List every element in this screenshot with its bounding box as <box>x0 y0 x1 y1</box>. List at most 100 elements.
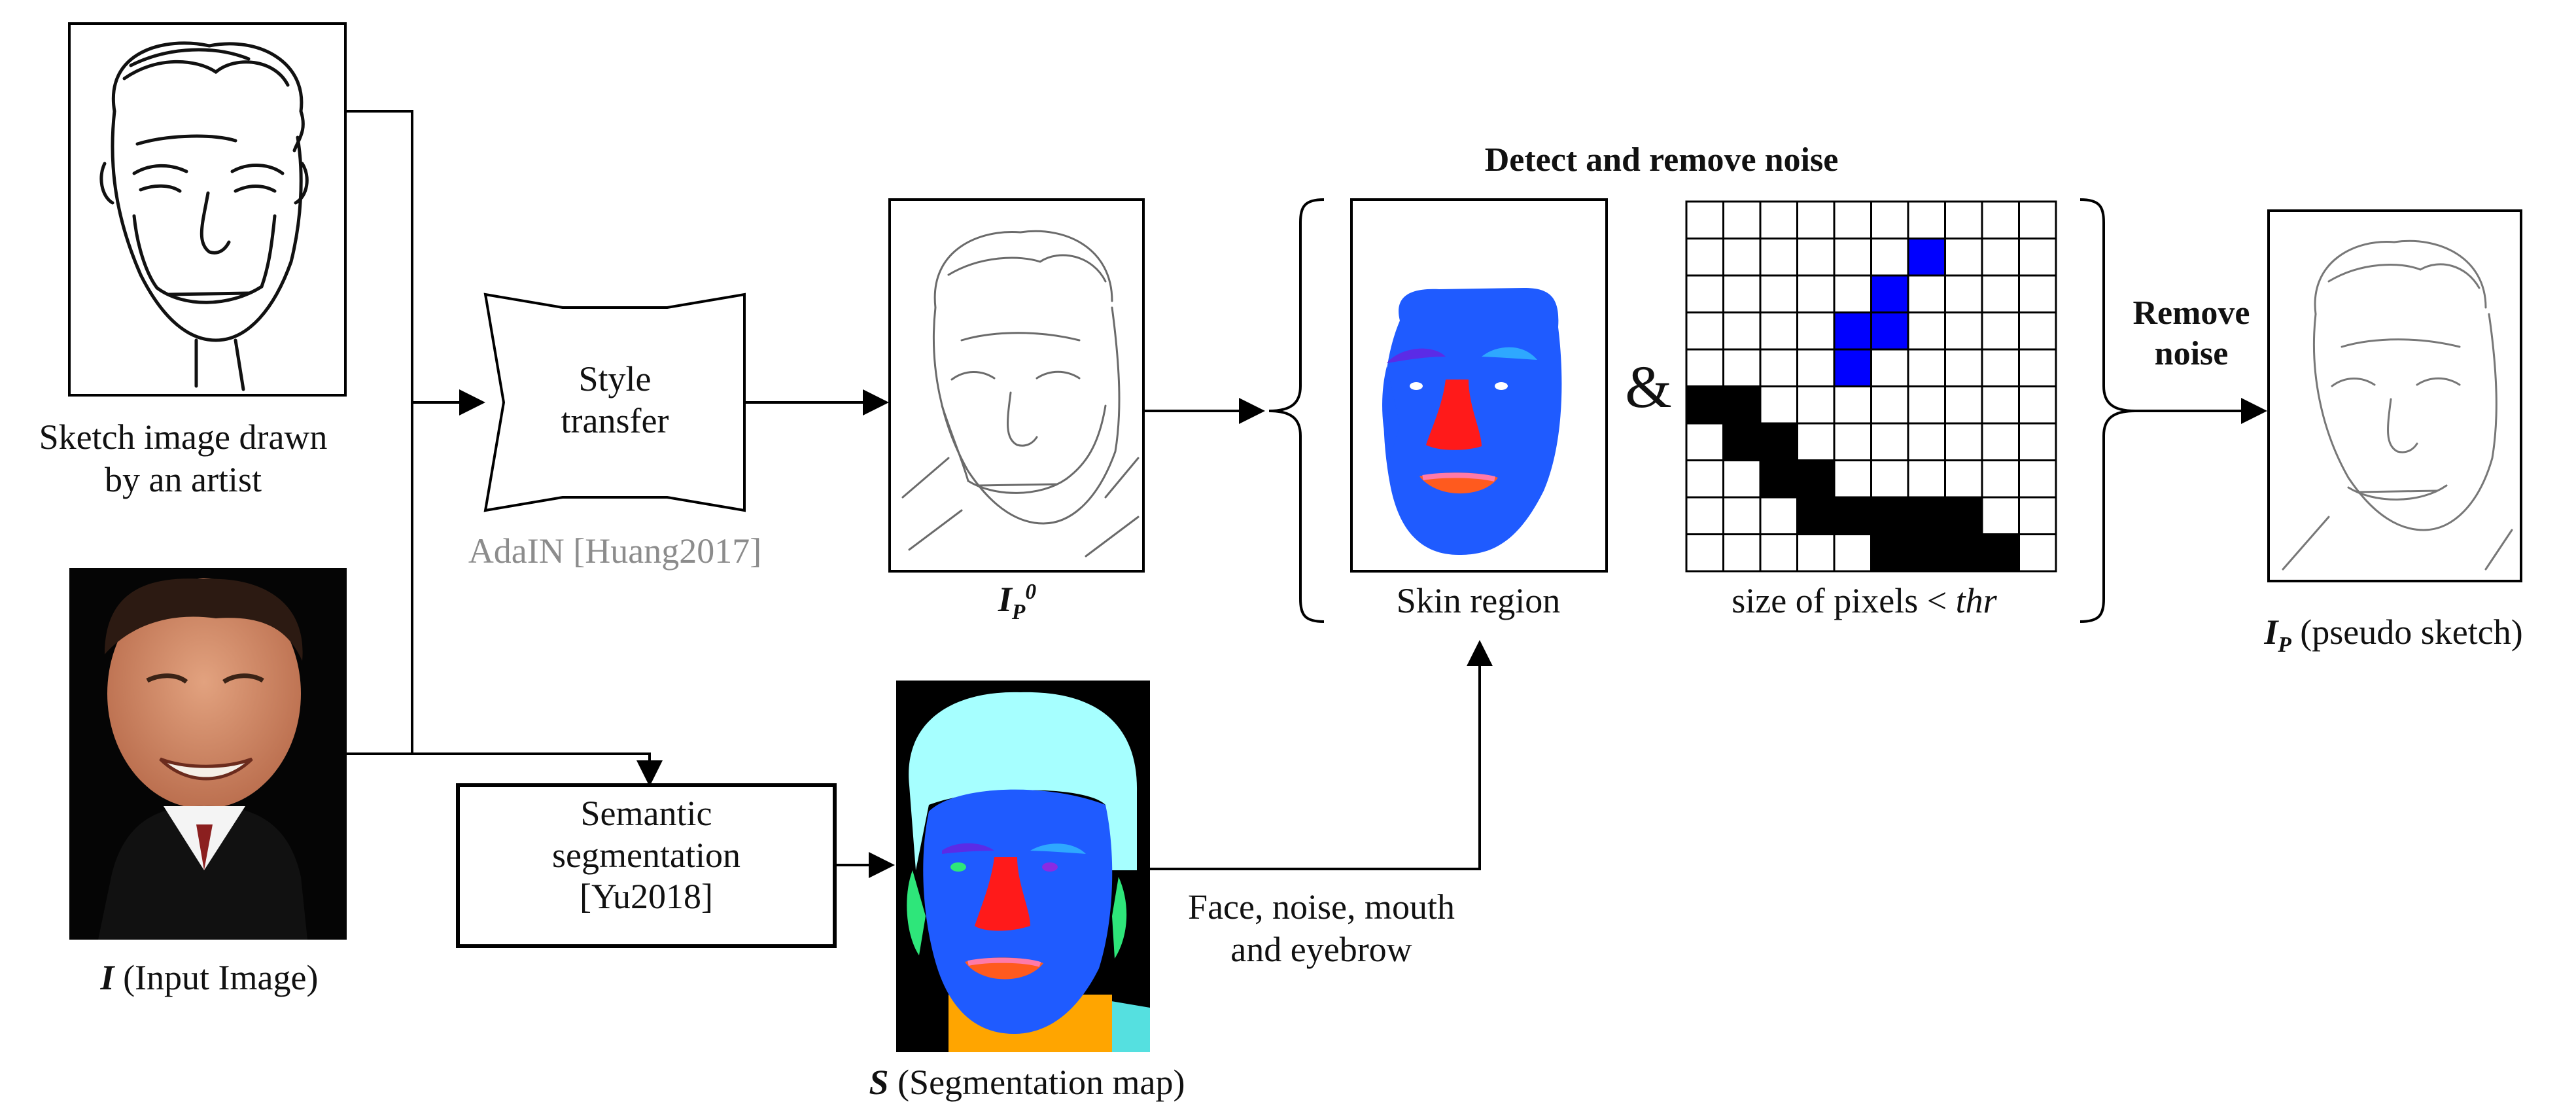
segmentation-line3: [Yu2018] <box>580 877 713 917</box>
intermediate-var: I <box>998 580 1012 619</box>
grid-cell <box>1870 274 1909 313</box>
grid-cell <box>1796 274 1836 313</box>
grid-cell <box>1796 496 1836 535</box>
grid-cell <box>1722 274 1762 313</box>
input-var: I <box>100 958 114 997</box>
style-transfer-line2: transfer <box>561 400 669 440</box>
sketch-caption: Sketch image drawn by an artist <box>0 416 366 501</box>
grid-cell <box>1759 533 1798 573</box>
grid-cell <box>1870 200 1909 239</box>
sketch-caption-line2: by an artist <box>105 459 262 499</box>
remove-noise-line2: noise <box>2154 335 2229 373</box>
grid-cell <box>1722 311 1762 351</box>
grid-cell <box>1722 496 1762 535</box>
grid-cell <box>1759 311 1798 351</box>
grid-cell <box>2018 348 2057 387</box>
grid-cell <box>1907 274 1946 313</box>
grid-cell <box>1981 311 2020 351</box>
grid-cell <box>2018 385 2057 425</box>
grid-cell <box>1685 238 1724 277</box>
pseudo-sketch-image <box>2267 209 2522 582</box>
grid-cell <box>1796 348 1836 387</box>
grid-cell <box>2018 459 2057 499</box>
grid-cell <box>1944 238 1983 277</box>
grid-cell <box>1833 311 1872 351</box>
grid-cell <box>1833 274 1872 313</box>
segmentation-parts-line2: and eyebrow <box>1230 929 1412 969</box>
grid-cell <box>1685 422 1724 461</box>
input-connectors <box>345 110 663 787</box>
output-var: I <box>2264 612 2278 652</box>
grid-cell <box>1944 533 1983 573</box>
grid-cell <box>1833 459 1872 499</box>
grid-cell <box>1833 496 1872 535</box>
artist-sketch-image <box>68 22 347 397</box>
grid-cell <box>1870 311 1909 351</box>
grid-cell <box>1833 533 1872 573</box>
segmentation-line2: segmentation <box>552 835 740 875</box>
grid-cell <box>1685 496 1724 535</box>
grid-cell <box>1722 422 1762 461</box>
intermediate-label: IP0 <box>903 578 1132 624</box>
grid-cell <box>1944 496 1983 535</box>
skin-region-caption: Skin region <box>1396 581 1561 620</box>
segmentation-parts-line1: Face, noise, mouth <box>1188 887 1455 927</box>
intermediate-sup: 0 <box>1025 580 1037 604</box>
grid-cell <box>1685 200 1724 239</box>
grid-cell <box>1685 533 1724 573</box>
input-caption-text: (Input Image) <box>114 958 319 997</box>
grid-cell <box>1685 311 1724 351</box>
grid-cell <box>1722 200 1762 239</box>
grid-cell <box>1722 459 1762 499</box>
noise-pixel-grid <box>1685 200 2057 573</box>
grid-cell <box>1833 422 1872 461</box>
grid-cell <box>1907 200 1946 239</box>
grid-cell <box>1870 385 1909 425</box>
grid-cell <box>1759 348 1798 387</box>
grid-cell <box>1685 348 1724 387</box>
input-photo <box>69 568 347 940</box>
grid-cell <box>1833 385 1872 425</box>
grid-cell <box>1981 274 2020 313</box>
right-bracket <box>2080 198 2136 623</box>
grid-cell <box>1907 385 1946 425</box>
grid-cell <box>1944 422 1983 461</box>
grid-cell <box>2018 274 2057 313</box>
adain-method-label: AdaIN [Huang2017] <box>468 531 762 571</box>
grid-cell <box>1907 348 1946 387</box>
segmentation-parts-caption: Face, noise, mouth and eyebrow <box>1158 886 1485 971</box>
grid-cell <box>1907 459 1946 499</box>
grid-cell <box>1944 274 1983 313</box>
and-operator: & <box>1625 353 1672 420</box>
grid-cell <box>1981 348 2020 387</box>
grid-cell <box>2018 200 2057 239</box>
grid-cell <box>1981 496 2020 535</box>
style-transfer-line1: Style <box>578 359 652 398</box>
grid-cell <box>1870 496 1909 535</box>
grid-cell <box>1907 311 1946 351</box>
remove-noise-line1: Remove <box>2132 294 2250 332</box>
style-transfer-block <box>483 292 746 512</box>
grid-cell <box>1796 311 1836 351</box>
grid-caption-prefix: size of pixels < <box>1732 581 1956 620</box>
skin-region-image <box>1350 198 1608 573</box>
segmentation-map-var: S <box>869 1063 889 1102</box>
sketch-caption-line1: Sketch image drawn <box>39 417 328 457</box>
grid-cell <box>2018 238 2057 277</box>
grid-caption: size of pixels < thr <box>1662 580 2067 622</box>
grid-cell <box>1796 533 1836 573</box>
grid-cell <box>1796 200 1836 239</box>
segmentation-line1: Semantic <box>580 794 712 833</box>
grid-cell <box>1685 274 1724 313</box>
grid-cell <box>1685 459 1724 499</box>
input-caption: I (Input Image) <box>0 957 419 999</box>
intermediate-sub: P <box>1011 599 1026 624</box>
grid-cell <box>1722 385 1762 425</box>
grid-cell <box>1944 311 1983 351</box>
grid-cell <box>1685 385 1724 425</box>
grid-cell <box>1870 422 1909 461</box>
grid-cell <box>1870 238 1909 277</box>
grid-cell <box>1907 533 1946 573</box>
grid-cell <box>1981 533 2020 573</box>
grid-cell <box>1944 385 1983 425</box>
